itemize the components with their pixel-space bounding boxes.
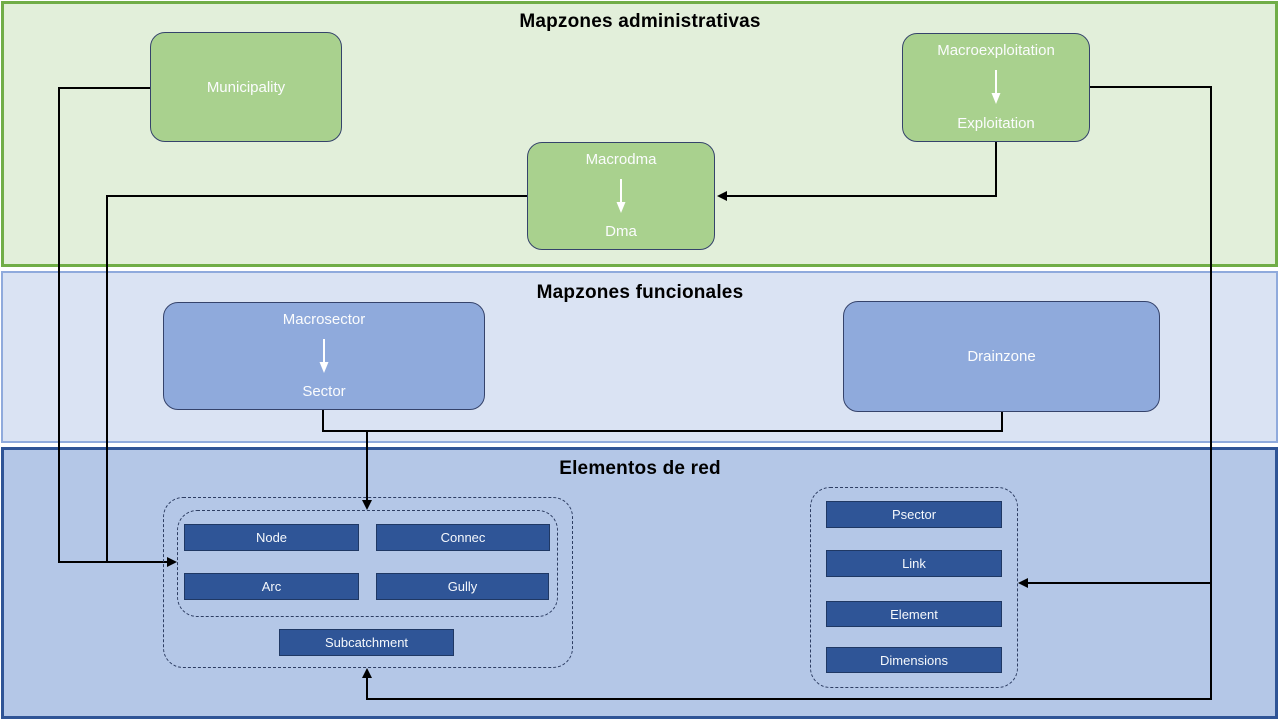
section-title-network: Elementos de red <box>559 458 721 479</box>
box-arc: Arc <box>184 573 359 600</box>
box-gully: Gully <box>376 573 549 600</box>
section-title-administrative: Mapzones administrativas <box>519 11 761 32</box>
box-dimensions-label: Dimensions <box>880 652 948 668</box>
node-drainzone: Drainzone <box>843 301 1160 412</box>
box-element-label: Element <box>890 606 938 622</box>
box-element: Element <box>826 601 1002 627</box>
box-node-label: Node <box>255 530 288 545</box>
node-macrosector: Macrosector Sector <box>163 302 485 410</box>
node-municipality: Municipality <box>150 32 342 142</box>
box-node: Node <box>184 524 359 551</box>
box-dimensions: Dimensions <box>826 647 1002 673</box>
node-macroexploitation-child-label: Exploitation <box>957 115 1035 132</box>
group-network-inner <box>177 510 558 617</box>
node-drainzone-label: Drainzone <box>967 348 1036 365</box>
node-macroexploitation: Macroexploitation Exploitation <box>902 33 1090 142</box>
node-macrosector-child-label: Sector <box>302 383 346 400</box>
node-municipality-label: Municipality <box>206 78 286 96</box>
down-arrow-icon <box>616 178 626 213</box>
box-link-label: Link <box>902 556 926 571</box>
group-network-outer <box>163 497 573 668</box>
node-macrodma: Macrodma Dma <box>527 142 715 250</box>
box-link: Link <box>826 550 1002 577</box>
node-macrodma-child-label: Dma <box>605 223 637 240</box>
node-macrodma-parent-label: Macrodma <box>585 151 657 168</box>
node-macrosector-parent-label: Macrosector <box>282 311 366 328</box>
node-macroexploitation-parent-label: Macroexploitation <box>937 42 1055 59</box>
box-connec-label: Connec <box>440 530 486 545</box>
box-connec: Connec <box>376 524 550 551</box>
down-arrow-icon <box>319 338 329 373</box>
group-psector <box>810 487 1018 688</box>
down-arrow-icon <box>991 70 1001 104</box>
box-gully-label: Gully <box>447 579 478 594</box>
box-arc-label: Arc <box>261 579 282 594</box>
box-subcatchment-label: Subcatchment <box>324 635 409 650</box>
box-subcatchment: Subcatchment <box>279 629 454 656</box>
box-psector-label: Psector <box>891 507 937 522</box>
box-psector: Psector <box>826 501 1002 528</box>
